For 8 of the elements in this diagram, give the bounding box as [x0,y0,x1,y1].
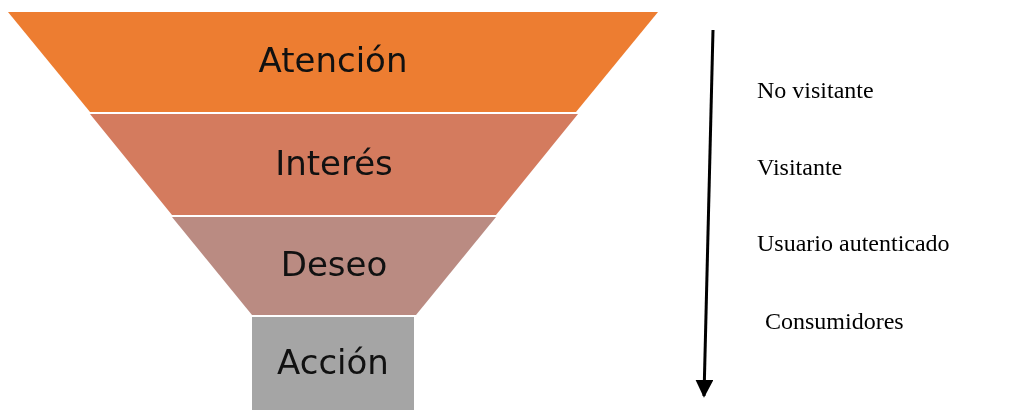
stage-label: Acción [276,341,390,382]
stage-label: Atención [257,40,409,80]
stage-caption: No visitante [757,77,874,104]
stage-caption: Usuario autenticado [757,230,950,257]
stage-caption: Visitante [757,154,843,181]
stage-label: Deseo [279,244,389,284]
stage-caption: Consumidores [765,308,904,335]
stage-label: Interés [274,142,394,183]
